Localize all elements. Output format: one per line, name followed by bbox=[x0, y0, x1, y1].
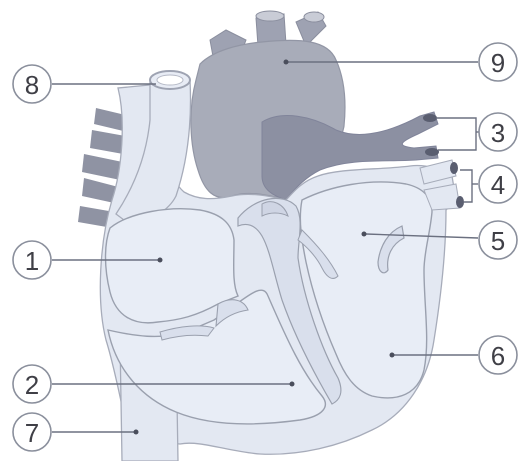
svg-text:7: 7 bbox=[25, 418, 39, 448]
label-2: 2 bbox=[13, 365, 51, 403]
svg-text:1: 1 bbox=[25, 246, 39, 276]
svg-text:2: 2 bbox=[25, 370, 39, 400]
svg-text:6: 6 bbox=[491, 341, 505, 371]
label-8: 8 bbox=[13, 65, 51, 103]
svg-text:3: 3 bbox=[491, 118, 505, 148]
label-9: 9 bbox=[479, 43, 517, 81]
svg-text:8: 8 bbox=[25, 70, 39, 100]
svg-text:4: 4 bbox=[491, 170, 505, 200]
svg-text:9: 9 bbox=[491, 48, 505, 78]
label-1: 1 bbox=[13, 241, 51, 279]
label-6: 6 bbox=[479, 336, 517, 374]
label-5: 5 bbox=[479, 221, 517, 259]
label-7: 7 bbox=[13, 413, 51, 451]
label-4: 4 bbox=[479, 165, 517, 203]
svg-text:5: 5 bbox=[491, 226, 505, 256]
label-3: 3 bbox=[479, 113, 517, 151]
